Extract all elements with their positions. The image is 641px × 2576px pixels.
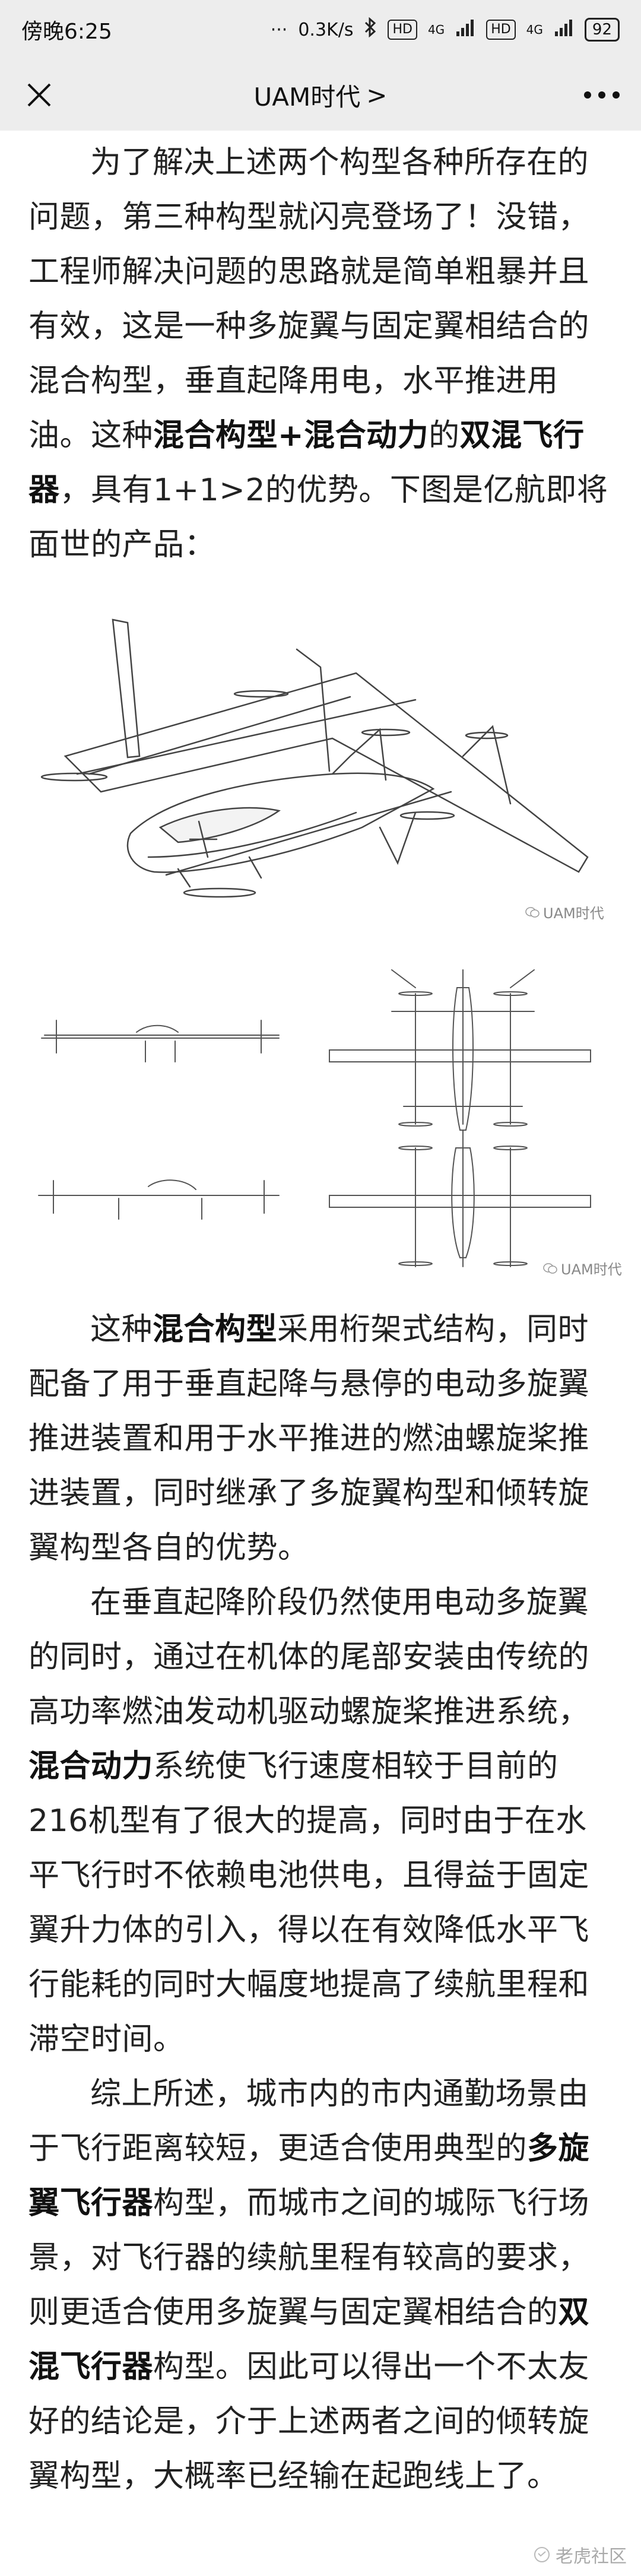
community-watermark: 老虎社区 <box>533 2542 627 2568</box>
p4-text-d: 构型。因此可以得出一个不太友好的结论是，介于上述两者之间的倾转旋翼构型，大概率已… <box>28 2349 590 2494</box>
battery-indicator: 92 <box>584 18 620 42</box>
p2-text-a: 这种 <box>90 1312 153 1347</box>
signal-label-2: 4G <box>526 23 543 37</box>
p1-bold-hybrid: 混合构型+混合动力 <box>153 418 429 453</box>
p3-text-c: 系统使飞行速度相较于目前的216机型有了很大的提高，同时由于在水平飞行时不依赖电… <box>28 1749 590 2057</box>
status-dots: ··· <box>270 19 288 40</box>
p1-text-d: ，具有1+1>2的优势。下图是亿航即将面世的产品： <box>28 472 608 563</box>
status-bar: 傍晚6:25 ··· 0.3K/s HD 4G HD 4G 92 <box>0 0 641 59</box>
p4-text-a: 综上所述，城市内的市内通勤场景由于飞行距离较短，更适合使用典型的 <box>28 2076 589 2166</box>
signal-icon-2 <box>554 18 574 41</box>
close-button[interactable] <box>17 72 62 118</box>
p2-bold-hybrid: 混合构型 <box>153 1312 278 1347</box>
hd-badge-2: HD <box>486 20 516 40</box>
article-body: 为了解决上述两个构型各种所存在的问题，第三种构型就闪亮登场了！没错，工程师解决问… <box>0 131 641 2504</box>
p1-bold-dual: 双混飞行器 <box>28 418 585 508</box>
status-icons: ··· 0.3K/s HD 4G HD 4G 92 <box>271 17 620 42</box>
paragraph-1: 为了解决上述两个构型各种所存在的问题，第三种构型就闪亮登场了！没错，工程师解决问… <box>28 135 613 572</box>
p4-bold-multirotor: 多旋翼飞行器 <box>28 2131 590 2221</box>
more-button[interactable] <box>578 72 626 118</box>
aircraft-three-view-image[interactable]: UAM时代 <box>0 934 641 1279</box>
aircraft-perspective-image[interactable]: UAM时代 <box>0 578 641 928</box>
p4-bold-dual: 双混飞行器 <box>28 2295 590 2385</box>
more-dots-icon <box>584 91 620 99</box>
close-icon <box>27 83 51 107</box>
wechat-logo-icon <box>543 1262 557 1274</box>
wechat-logo-icon <box>525 906 540 918</box>
network-speed: 0.3K/s <box>298 19 354 40</box>
p1-text-a: 为了解决上述两个构型各种所存在的问题，第三种构型就闪亮登场了！没错，工程师解决问… <box>28 145 590 453</box>
p3-text-a: 在垂直起降阶段仍然使用电动多旋翼的同时，通过在机体的尾部安装由传统的高功率燃油发… <box>28 1585 590 1730</box>
status-time: 傍晚6:25 <box>21 20 112 44</box>
hd-badge-1: HD <box>388 20 417 40</box>
figure-1-watermark: UAM时代 <box>525 902 604 922</box>
aircraft-three-view-drawing <box>38 969 591 1267</box>
aircraft-perspective-drawing <box>40 618 589 898</box>
figure-2-watermark: UAM时代 <box>543 1258 622 1279</box>
p2-text-c: 采用桁架式结构，同时配备了用于垂直起降与悬停的电动多旋翼推进装置和用于水平推进的… <box>28 1312 590 1566</box>
account-title-link[interactable]: UAM时代 > <box>254 77 388 113</box>
paragraph-4: 综上所述，城市内的市内通勤场景由于飞行距离较短，更适合使用典型的多旋翼飞行器构型… <box>28 2067 613 2504</box>
bluetooth-icon <box>364 17 377 42</box>
signal-icon-1 <box>455 18 475 41</box>
p4-text-c: 构型，而城市之间的城际飞行场景，对飞行器的续航里程有较高的要求，则更适合使用多旋… <box>28 2185 590 2330</box>
p3-bold-hybrid-power: 混合动力 <box>28 1749 154 1784</box>
chevron-right-icon: > <box>366 80 388 110</box>
paragraph-2: 这种混合构型采用桁架式结构，同时配备了用于垂直起降与悬停的电动多旋翼推进装置和用… <box>28 1302 613 1575</box>
page-title: UAM时代 <box>253 82 361 112</box>
paragraph-3: 在垂直起降阶段仍然使用电动多旋翼的同时，通过在机体的尾部安装由传统的高功率燃油发… <box>28 1575 613 2067</box>
p1-text-c: 的 <box>429 418 460 453</box>
tiger-logo-icon <box>534 2547 550 2562</box>
nav-bar: UAM时代 > <box>0 59 641 131</box>
signal-label-1: 4G <box>427 23 445 37</box>
